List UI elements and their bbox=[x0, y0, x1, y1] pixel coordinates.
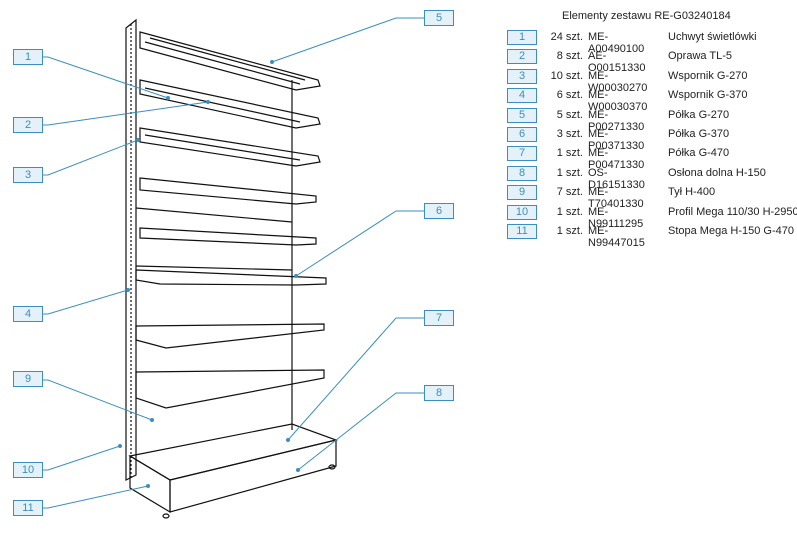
part-desc: Profil Mega 110/30 H-2950 bbox=[668, 205, 797, 218]
callout-1: 1 bbox=[13, 49, 43, 65]
part-number-badge: 7 bbox=[507, 146, 537, 162]
part-desc: Półka G-270 bbox=[668, 108, 730, 121]
part-qty: 6 szt. bbox=[556, 89, 583, 102]
parts-list-title: Elementy zestawu RE-G03240184 bbox=[562, 10, 731, 22]
shelf-1 bbox=[139, 31, 321, 91]
callout-4: 4 bbox=[13, 306, 43, 322]
part-number-badge: 6 bbox=[507, 126, 537, 142]
part-number-badge: 1 bbox=[507, 30, 537, 45]
part-qty: 1 szt. bbox=[556, 166, 583, 179]
callout-9: 9 bbox=[13, 371, 43, 387]
shelf-6 bbox=[135, 265, 327, 286]
part-qty: 1 szt. bbox=[556, 224, 583, 237]
part-desc: Tył H-400 bbox=[668, 186, 716, 199]
part-qty: 10 szt. bbox=[550, 69, 583, 82]
part-desc: Osłona dolna H-150 bbox=[668, 166, 766, 179]
part-qty: 1 szt. bbox=[556, 147, 583, 160]
part-desc: Wspornik G-370 bbox=[668, 89, 748, 102]
part-qty: 8 szt. bbox=[556, 50, 583, 63]
part-desc: Półka G-370 bbox=[668, 127, 730, 140]
part-code: ME-T70401330 bbox=[588, 186, 644, 211]
shelf-3 bbox=[139, 127, 321, 167]
part-code: OS-D16151330 bbox=[588, 166, 645, 191]
part-number-badge: 2 bbox=[507, 49, 537, 65]
part-qty: 1 szt. bbox=[556, 205, 583, 218]
part-number-badge: 3 bbox=[507, 68, 537, 84]
part-qty: 5 szt. bbox=[556, 108, 583, 121]
shelf-5 bbox=[139, 227, 317, 246]
part-code: ME-P00271330 bbox=[588, 108, 645, 133]
part-code: AE-O00151330 bbox=[588, 50, 646, 75]
part-number-badge: 4 bbox=[507, 88, 537, 104]
part-code: ME-P00371330 bbox=[588, 127, 645, 152]
callout-7: 7 bbox=[424, 310, 454, 326]
part-desc: Uchwyt świetlówki bbox=[668, 31, 757, 43]
part-code: ME-W00030270 bbox=[588, 69, 648, 94]
callout-6: 6 bbox=[424, 203, 454, 219]
shelf-2 bbox=[139, 79, 321, 129]
part-number-badge: 8 bbox=[507, 165, 537, 181]
part-code: ME-P00471330 bbox=[588, 147, 645, 172]
part-desc: Oprawa TL-5 bbox=[668, 50, 732, 63]
shelf-4 bbox=[139, 177, 317, 205]
shelf-8 bbox=[135, 369, 325, 409]
part-desc: Półka G-470 bbox=[668, 147, 730, 160]
part-number-badge: 10 bbox=[507, 204, 537, 220]
callout-8: 8 bbox=[424, 385, 454, 401]
part-code: ME-N99111295 bbox=[588, 205, 644, 230]
part-number-badge: 11 bbox=[507, 223, 537, 239]
part-number-badge: 5 bbox=[507, 107, 537, 123]
part-number-badge: 9 bbox=[507, 185, 537, 201]
part-qty: 7 szt. bbox=[556, 186, 583, 199]
callout-5: 5 bbox=[424, 10, 454, 26]
callout-2: 2 bbox=[13, 117, 43, 133]
part-code: ME-W00030370 bbox=[588, 89, 648, 114]
callout-3: 3 bbox=[13, 167, 43, 183]
part-code: ME-A00490100 bbox=[588, 31, 645, 55]
callout-10: 10 bbox=[13, 462, 43, 478]
part-desc: Wspornik G-270 bbox=[668, 69, 748, 82]
base-unit bbox=[128, 423, 339, 519]
part-desc: Stopa Mega H-150 G-470 bbox=[668, 224, 794, 237]
part-qty: 24 szt. bbox=[550, 31, 583, 43]
shelf-7 bbox=[135, 323, 325, 349]
part-code: ME-N99447015 bbox=[588, 224, 645, 249]
part-qty: 3 szt. bbox=[556, 127, 583, 140]
callout-11: 11 bbox=[13, 500, 43, 516]
upright-profile bbox=[125, 18, 137, 481]
